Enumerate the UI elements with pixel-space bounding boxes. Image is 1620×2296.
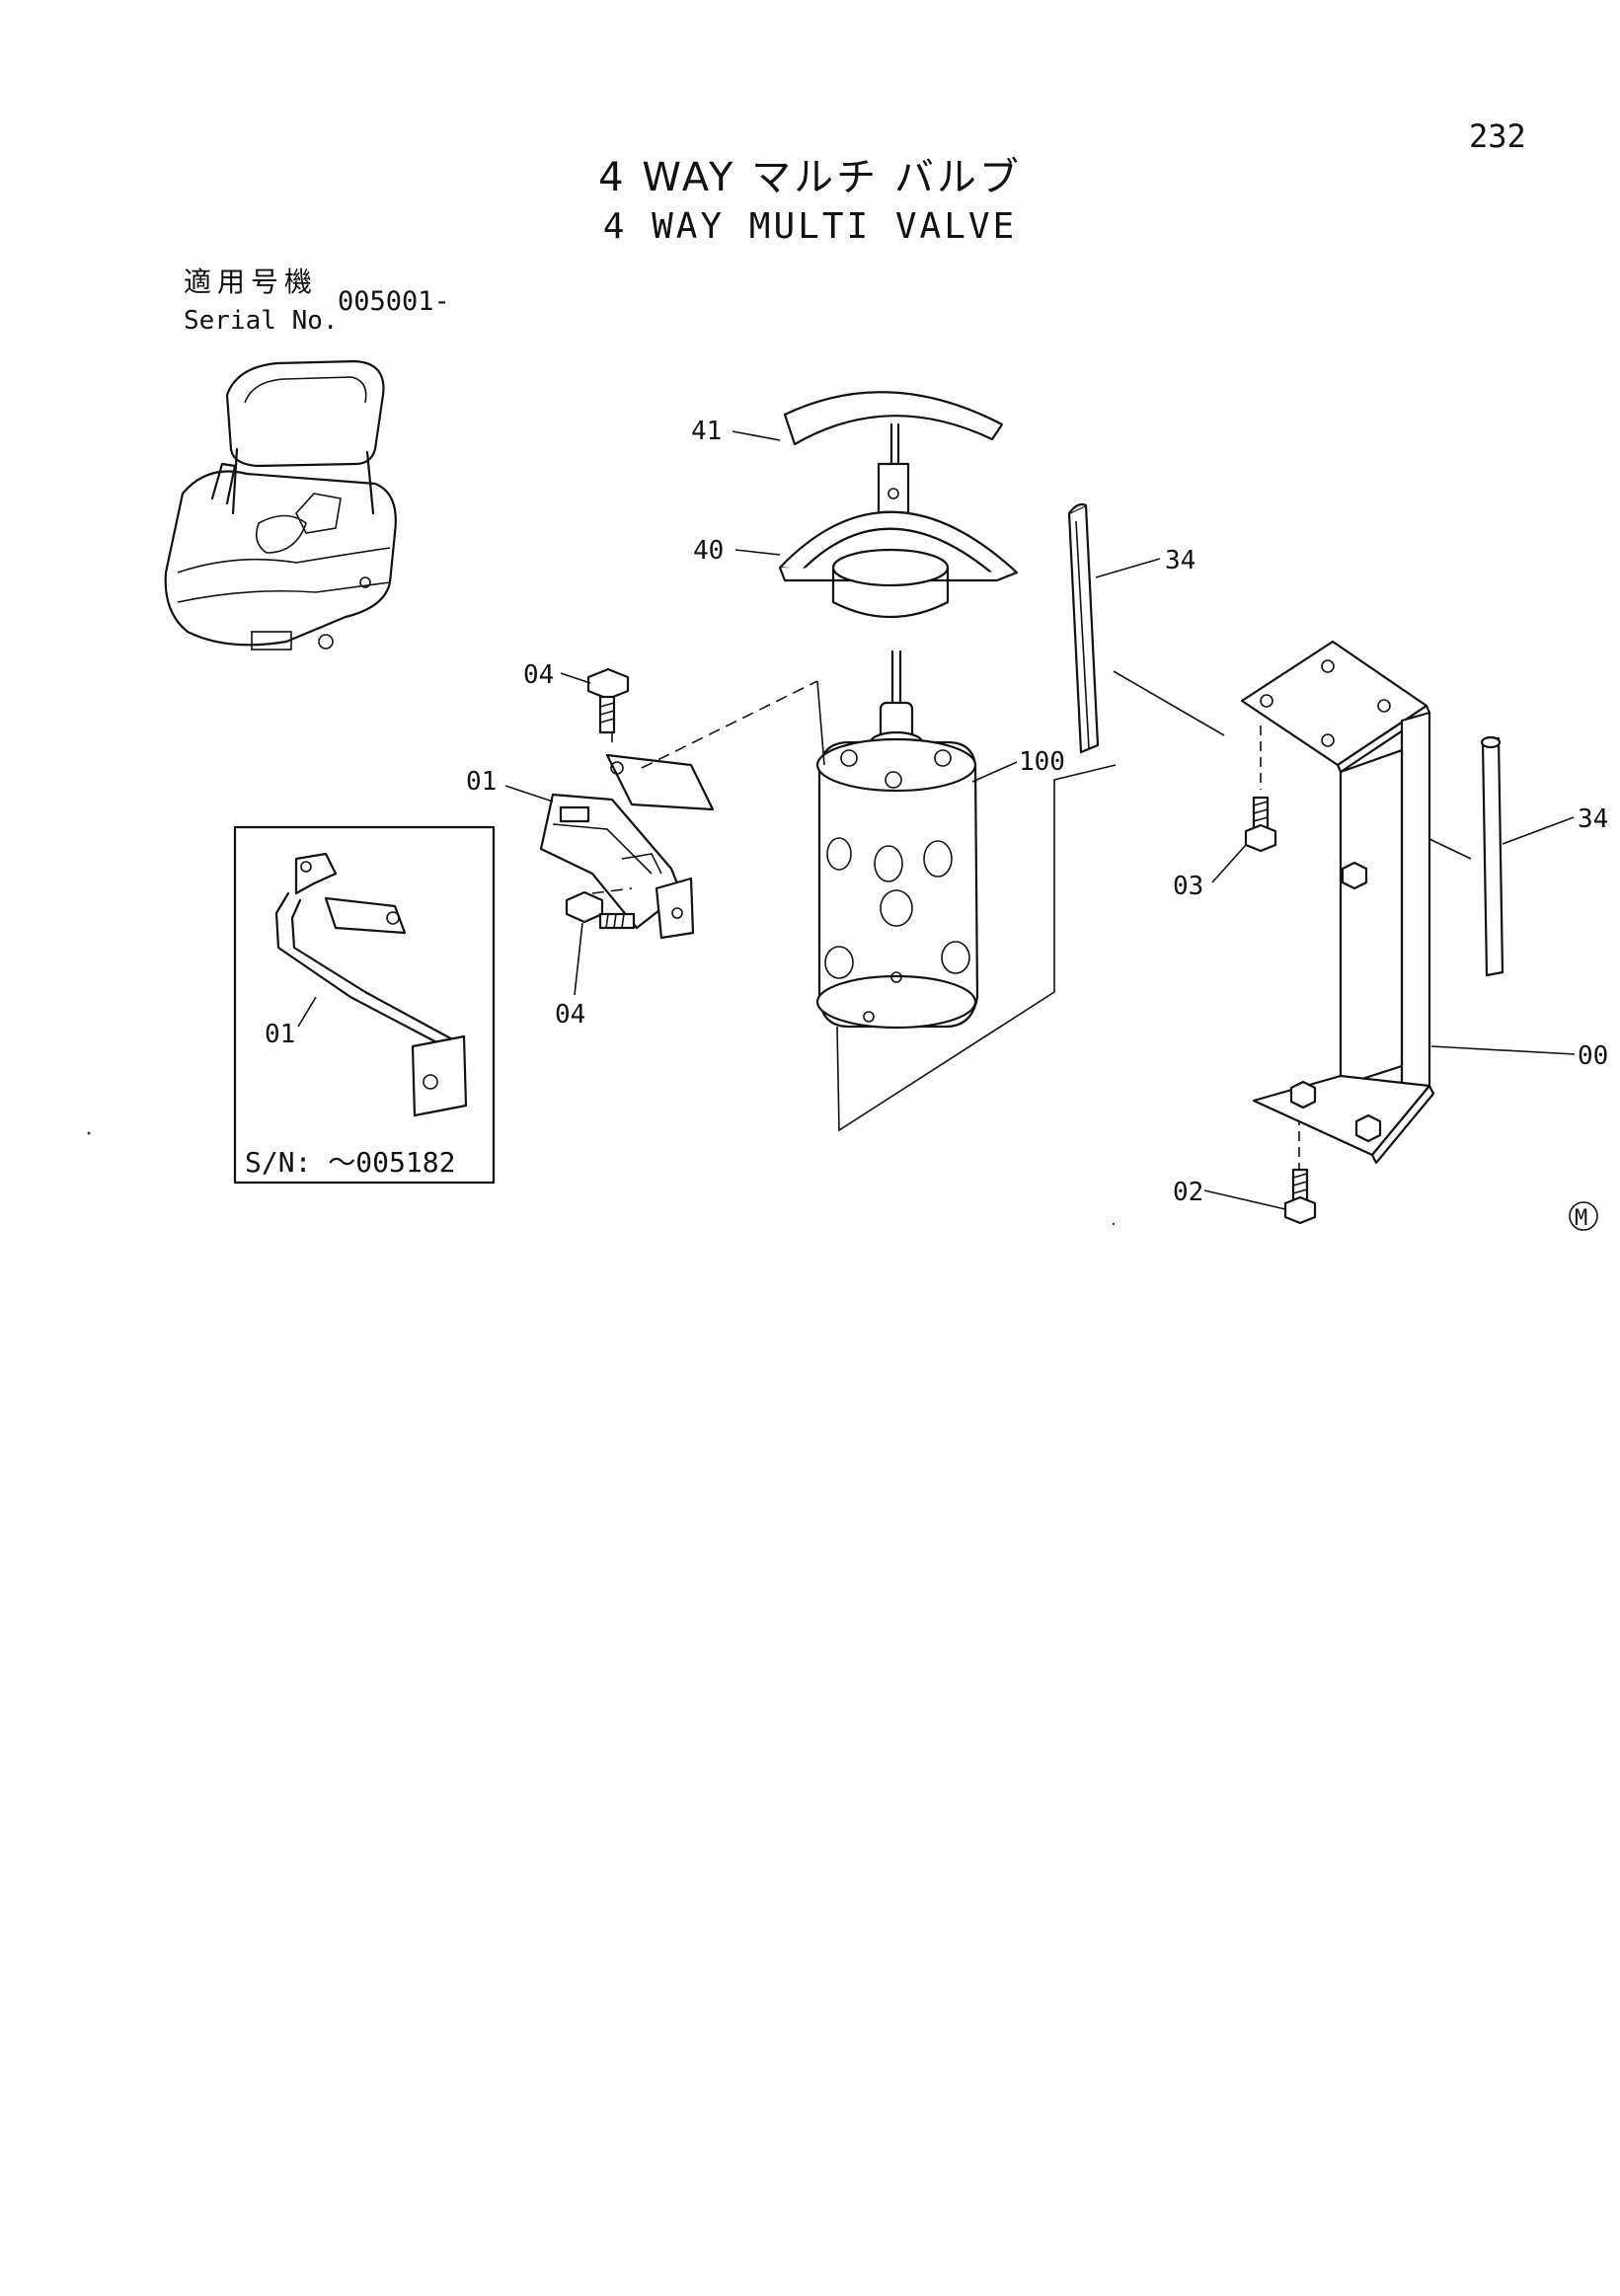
part-34-seal-strip-right bbox=[1480, 735, 1504, 977]
label-01-inset: 01 bbox=[265, 1020, 295, 1049]
part-04-bolt-lower bbox=[565, 890, 636, 930]
inset-serial-note: S/N: ～005182 bbox=[245, 1146, 456, 1179]
circled-m-mark: M bbox=[1569, 1201, 1598, 1231]
serial-number-value: 005001- bbox=[338, 286, 450, 317]
label-40: 40 bbox=[693, 536, 724, 566]
inset-box bbox=[233, 825, 496, 1185]
inset-bracket-01 bbox=[274, 852, 468, 1117]
machine-overview-illustration bbox=[164, 359, 397, 651]
label-01: 01 bbox=[466, 767, 497, 797]
part-40-holder bbox=[778, 422, 1019, 619]
label-100: 100 bbox=[1019, 747, 1065, 777]
label-34-upper: 34 bbox=[1165, 546, 1196, 575]
part-00-mounting-bracket bbox=[1240, 640, 1435, 1165]
part-100-multi-valve bbox=[815, 650, 979, 1030]
page-title-japanese: 4 WAY マルチ バルブ bbox=[598, 155, 1022, 200]
part-01-bracket bbox=[539, 753, 715, 940]
label-04-upper: 04 bbox=[523, 660, 554, 690]
leader-lines bbox=[297, 430, 1576, 1210]
page-title-english: 4 WAY MULTI VALVE bbox=[602, 206, 1018, 247]
label-34-lower: 34 bbox=[1578, 804, 1608, 834]
label-41: 41 bbox=[691, 417, 722, 446]
serial-label-japanese: 適用号機 bbox=[184, 266, 319, 298]
page-number: 232 bbox=[1469, 117, 1526, 155]
svg-text:M: M bbox=[1575, 1206, 1587, 1231]
part-04-bolt-upper bbox=[586, 667, 630, 734]
part-02-bolt bbox=[1283, 1168, 1317, 1225]
label-04-lower: 04 bbox=[555, 1000, 585, 1030]
label-00: 00 bbox=[1578, 1041, 1608, 1071]
part-03-bolt bbox=[1244, 796, 1277, 853]
assembly-guide-lines bbox=[591, 670, 1472, 1175]
label-03: 03 bbox=[1173, 872, 1203, 901]
serial-label-english: Serial No. bbox=[184, 306, 339, 336]
part-41-cover-arc bbox=[783, 391, 1004, 446]
part-34-seal-strip-left bbox=[1067, 502, 1100, 754]
label-02: 02 bbox=[1173, 1178, 1203, 1207]
